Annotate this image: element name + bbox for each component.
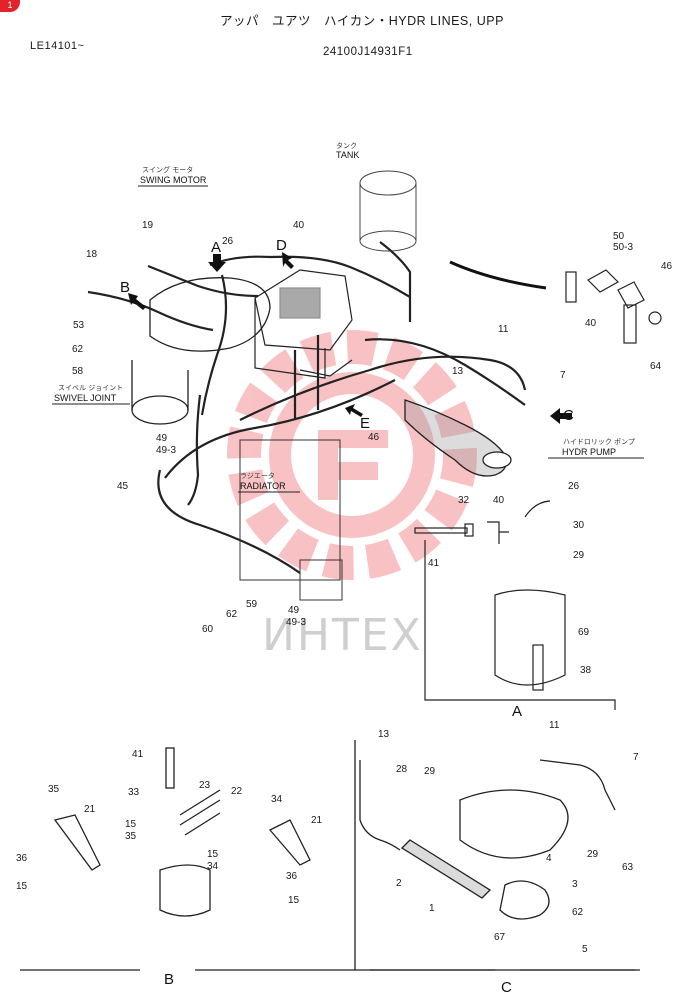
- callout: 26: [222, 236, 234, 247]
- callout: 34: [271, 794, 283, 805]
- callout: 15: [125, 819, 137, 830]
- part-callouts: 19 18 26 40 53 62 58 11 13 7 46 49 49-3 …: [16, 220, 673, 955]
- swing-motor-kana: スイング モータ: [142, 165, 193, 174]
- hydr-pump: [404, 399, 512, 477]
- callout: 69: [578, 627, 590, 638]
- tank-outline: [359, 170, 417, 252]
- radiator-kana: ラジエータ: [240, 471, 275, 480]
- swing-motor-caption: SWING MOTOR: [140, 175, 207, 185]
- callout: 26: [568, 481, 580, 492]
- callout: 40: [493, 495, 505, 506]
- serial-range: LE14101~: [30, 40, 85, 52]
- callout: 49-3: [286, 617, 306, 628]
- callout: 29: [587, 849, 599, 860]
- view-letter-d: D: [276, 237, 287, 254]
- callout: 21: [84, 804, 96, 815]
- callout: 49: [288, 605, 300, 616]
- callout: 58: [72, 366, 84, 377]
- callout: 5: [582, 944, 588, 955]
- callout: 50: [613, 231, 625, 242]
- radiator-caption: RADIATOR: [240, 481, 286, 491]
- callout: 36: [16, 853, 28, 864]
- control-valve-block: [254, 269, 353, 379]
- callout: 63: [622, 862, 634, 873]
- callout: 29: [424, 766, 436, 777]
- callout: 59: [246, 599, 258, 610]
- detail-a: [414, 500, 616, 710]
- part-number: 24100J14931F1: [323, 46, 413, 58]
- view-letter-a: A: [211, 239, 221, 256]
- callout: 2: [396, 878, 402, 889]
- callout: 15: [288, 895, 300, 906]
- callout: 29: [573, 550, 585, 561]
- callout: 13: [452, 366, 464, 377]
- detail-c: [354, 740, 640, 971]
- callout: 33: [128, 787, 140, 798]
- callout: 13: [378, 729, 390, 740]
- swivel-joint-kana: スイベル ジョイント: [58, 384, 123, 392]
- view-arrows: [128, 252, 572, 424]
- callout: 1: [429, 903, 435, 914]
- callout: 19: [142, 220, 154, 231]
- page-corner-badge: 1: [0, 0, 20, 12]
- detail-c-label: C: [501, 979, 512, 996]
- callout: 50-3: [613, 242, 633, 253]
- callout: 15: [207, 849, 219, 860]
- hydr-pump-caption: HYDR PUMP: [562, 447, 616, 457]
- callout: 34: [207, 861, 219, 872]
- radiator-outline: [239, 439, 343, 601]
- callout: 40: [585, 318, 597, 329]
- callout: 28: [396, 764, 408, 775]
- tank-caption: TANK: [336, 150, 359, 160]
- callout: 18: [86, 249, 98, 260]
- callout: 62: [572, 907, 584, 918]
- callout: 35: [48, 784, 60, 795]
- callout: 15: [16, 881, 28, 892]
- callout: 41: [428, 558, 440, 569]
- callout: 64: [650, 361, 662, 372]
- callout: 35: [125, 831, 137, 842]
- swivel-joint-caption: SWIVEL JOINT: [54, 393, 117, 403]
- callout: 7: [560, 370, 566, 381]
- callout: 11: [498, 324, 509, 335]
- callout: 45: [117, 481, 129, 492]
- callout: 40: [293, 220, 305, 231]
- detail-b-label: B: [164, 971, 174, 988]
- fittings-upper-right: [565, 269, 662, 344]
- detail-b: [20, 747, 635, 971]
- detail-a-label: A: [512, 703, 522, 720]
- watermark-gear-logo: [227, 330, 477, 580]
- callout: 62: [72, 344, 84, 355]
- tank-kana: タンク: [336, 141, 357, 150]
- watermark-text: ИНТЕХ: [262, 610, 423, 661]
- hydraulic-hoses: [87, 241, 547, 574]
- callout: 7: [633, 752, 639, 763]
- callout: 3: [572, 879, 578, 890]
- callout: 49-3: [156, 445, 176, 456]
- hydr-pump-kana: ハイドロリック ポンプ: [563, 438, 635, 446]
- swing-motor-cluster: [131, 277, 271, 425]
- callout: 60: [202, 624, 214, 635]
- diagram-title: アッパ ユアツ ハイカン・HYDR LINES, UPP: [220, 14, 504, 28]
- callout: 46: [661, 261, 673, 272]
- callout: 21: [311, 815, 323, 826]
- callout: 30: [573, 520, 585, 531]
- callout: 38: [580, 665, 592, 676]
- callout: 67: [494, 932, 506, 943]
- callout: 36: [286, 871, 298, 882]
- callout: 23: [199, 780, 211, 791]
- view-letter-b: B: [120, 279, 130, 296]
- callout: 22: [231, 786, 243, 797]
- callout: 46: [368, 432, 380, 443]
- callout: 53: [73, 320, 85, 331]
- callout: 62: [226, 609, 238, 620]
- callout: 4: [546, 853, 552, 864]
- callout: 11: [549, 720, 560, 731]
- callout: 41: [132, 749, 144, 760]
- callout: 32: [458, 495, 470, 506]
- view-letter-c: C: [563, 407, 574, 424]
- callout: 49: [156, 433, 168, 444]
- view-letter-e: E: [360, 415, 370, 432]
